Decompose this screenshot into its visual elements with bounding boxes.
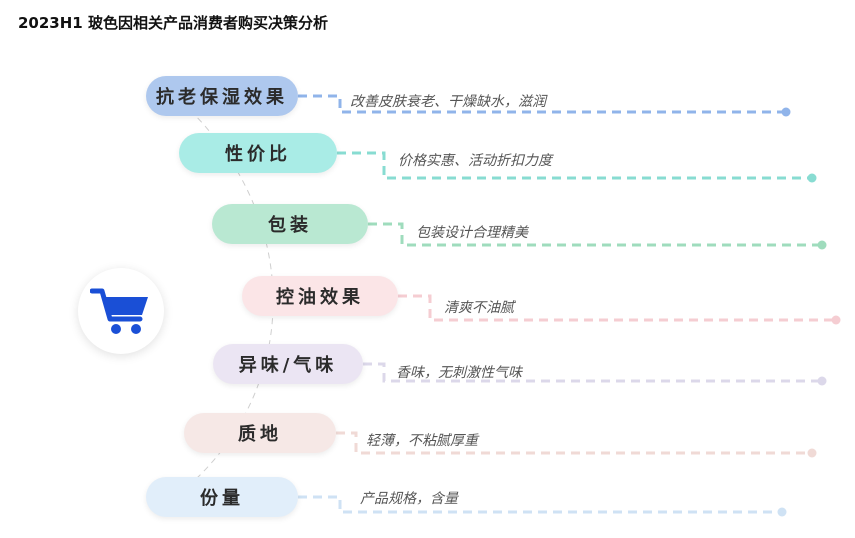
factor-pill: 性价比 bbox=[179, 133, 337, 173]
factor-description: 价格实惠、活动折扣力度 bbox=[398, 153, 552, 169]
factor-description: 改善皮肤衰老、干燥缺水，滋润 bbox=[350, 94, 546, 110]
factor-description: 轻薄，不粘腻厚重 bbox=[366, 433, 478, 449]
connector-end-dot bbox=[777, 507, 787, 517]
connector-line bbox=[368, 222, 822, 247]
factor-pill: 包装 bbox=[212, 204, 368, 244]
connector-line bbox=[336, 431, 812, 455]
connector-end-dot bbox=[817, 240, 827, 250]
factor-description: 包装设计合理精美 bbox=[416, 225, 528, 241]
connector-end-dot bbox=[817, 376, 827, 386]
connector-line bbox=[398, 294, 836, 322]
connector-line bbox=[363, 362, 822, 383]
connector-end-dot bbox=[807, 173, 817, 183]
cart-badge bbox=[78, 268, 164, 354]
factor-pill: 份量 bbox=[146, 477, 298, 517]
factor-description: 香味，无刺激性气味 bbox=[396, 365, 522, 381]
factor-pill: 异味/气味 bbox=[213, 344, 363, 384]
factor-description: 清爽不油腻 bbox=[444, 300, 514, 316]
connector-end-dot bbox=[781, 107, 791, 117]
factor-pill: 抗老保湿效果 bbox=[146, 76, 298, 116]
connector-end-dot bbox=[831, 315, 841, 325]
factor-pill: 控油效果 bbox=[242, 276, 398, 316]
shopping-cart-icon bbox=[90, 288, 148, 334]
connector-line bbox=[337, 151, 812, 180]
factor-pill: 质地 bbox=[184, 413, 336, 453]
connector-end-dot bbox=[807, 448, 817, 458]
factor-description: 产品规格，含量 bbox=[360, 491, 458, 507]
page-title: 2023H1 玻色因相关产品消费者购买决策分析 bbox=[18, 14, 328, 32]
connector-line bbox=[298, 495, 782, 514]
connector-line bbox=[298, 94, 786, 114]
